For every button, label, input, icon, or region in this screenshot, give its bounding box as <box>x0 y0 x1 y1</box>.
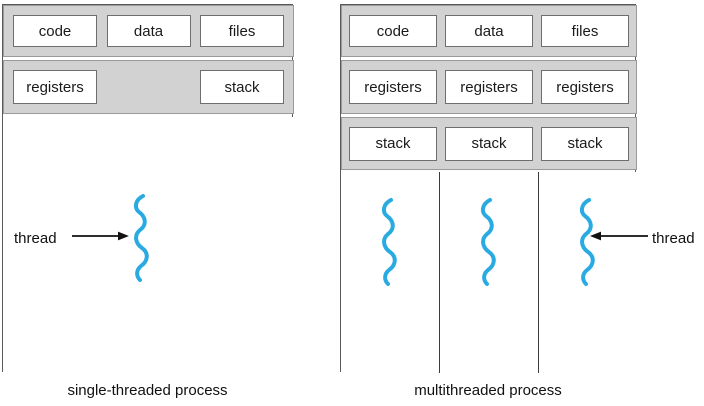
multithreaded-process-panel: code data files registers registers regi… <box>340 4 637 373</box>
multithreaded-caption: multithreaded process <box>414 382 562 399</box>
registers-box: registers <box>349 70 437 104</box>
thread-squiggle-icon <box>379 198 401 286</box>
thread-column <box>439 172 538 373</box>
shared-resources-band: code data files <box>341 5 637 57</box>
code-box: code <box>349 15 437 47</box>
thread-column <box>341 172 439 373</box>
arrow-left-icon <box>588 230 648 242</box>
stack-box: stack <box>445 126 533 161</box>
stack-box: stack <box>200 70 284 104</box>
data-box: data <box>106 15 191 47</box>
thread-label-left: thread <box>14 230 57 247</box>
code-box: code <box>13 15 97 47</box>
thread-resources-band: registers stack <box>3 60 294 114</box>
registers-box: registers <box>13 70 97 104</box>
thread-squiggle-icon <box>131 194 153 282</box>
single-threaded-caption: single-threaded process <box>67 382 228 399</box>
files-box: files <box>541 15 629 47</box>
thread-label-right: thread <box>652 230 695 247</box>
registers-box: registers <box>541 70 629 104</box>
shared-resources-band: code data files <box>3 5 294 57</box>
arrow-right-icon <box>72 230 130 242</box>
single-threaded-process-panel: code data files registers stack <box>2 4 294 373</box>
multi-thread-area <box>341 172 637 373</box>
single-thread-area <box>3 117 294 373</box>
registers-band: registers registers registers <box>341 60 637 114</box>
files-box: files <box>200 15 284 47</box>
thread-squiggle-icon <box>577 198 599 286</box>
registers-box: registers <box>445 70 533 104</box>
data-box: data <box>445 15 533 47</box>
stack-box: stack <box>541 126 629 161</box>
thread-squiggle-icon <box>478 198 500 286</box>
thread-column <box>538 172 637 373</box>
stack-band: stack stack stack <box>341 117 637 170</box>
stack-box: stack <box>349 126 437 161</box>
